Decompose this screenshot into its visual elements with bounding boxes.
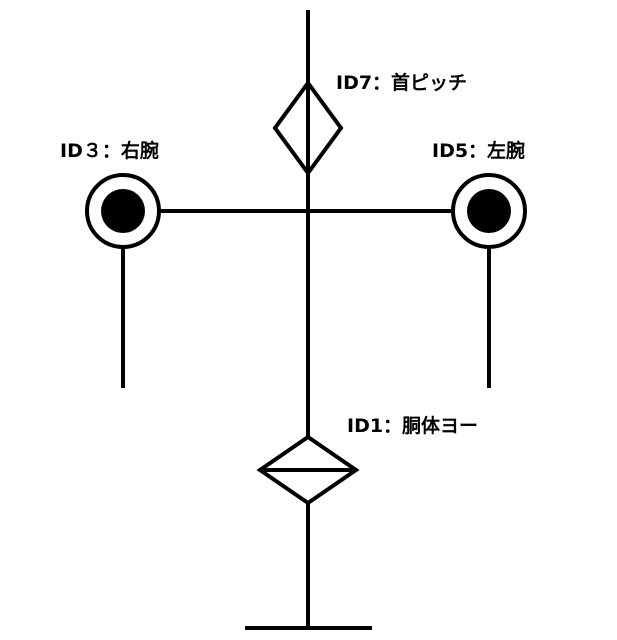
left-arm-joint-inner — [467, 189, 511, 233]
left-arm-label: ID5：左腕 — [432, 140, 526, 162]
neck-pitch-label: ID7：首ピッチ — [336, 72, 468, 94]
right-arm-label: ID３：右腕 — [60, 140, 159, 162]
right-arm-joint-inner — [101, 189, 145, 233]
torso-yaw-label: ID1：胴体ヨー — [347, 415, 479, 437]
